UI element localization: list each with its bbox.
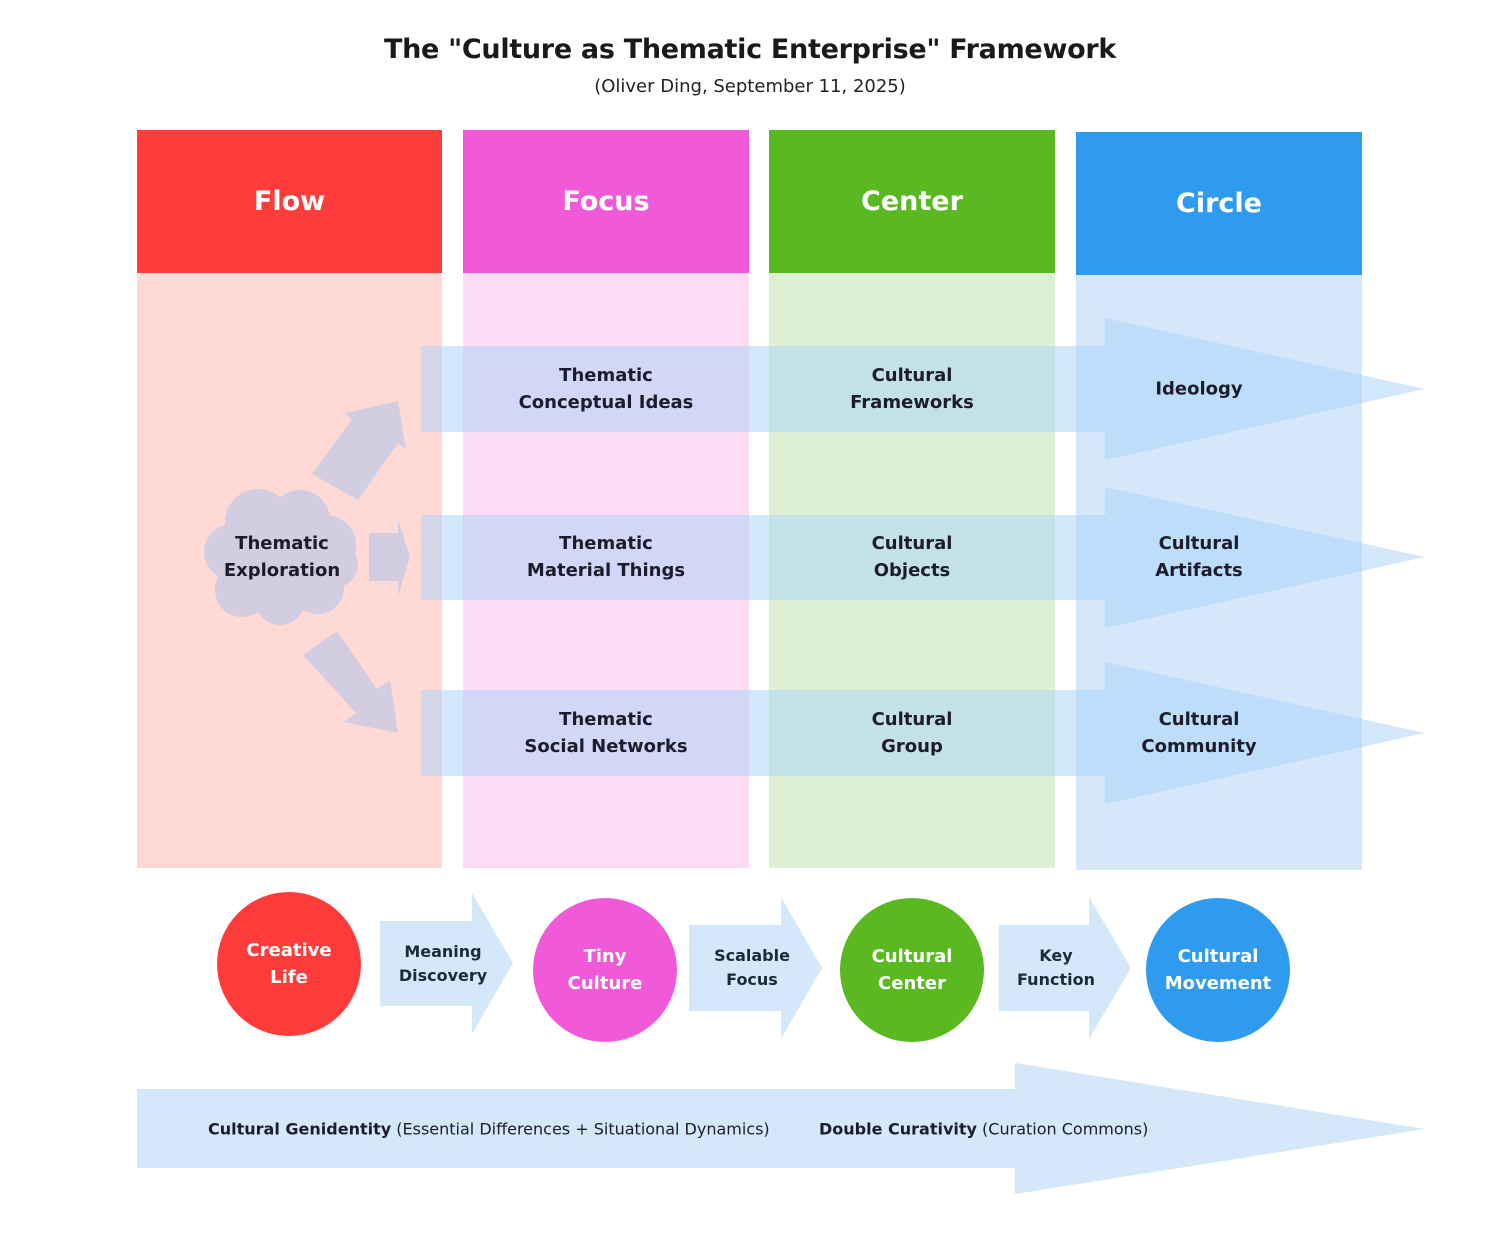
column-header-focus: Focus (463, 130, 749, 273)
cell-focus-networks: Thematic Social Networks (524, 709, 688, 757)
row-arrow-things (421, 487, 1425, 628)
column-header-center: Center (769, 130, 1055, 273)
flow-arrow-up-icon (312, 401, 406, 500)
stage-tiny-culture: Tiny Culture (533, 898, 677, 1042)
page-title: The "Culture as Thematic Enterprise" Fra… (383, 34, 1117, 65)
cloud-label: Thematic Exploration (223, 533, 341, 581)
column-header-flow-label: Flow (253, 186, 326, 217)
column-header-center-label: Center (861, 186, 963, 217)
cell-focus-things: Thematic Material Things (526, 533, 686, 581)
flow-arrow-down-icon (303, 631, 398, 733)
band-text-genidentity-bold: Cultural Genidentity (208, 1119, 392, 1139)
process-arrow-3 (999, 897, 1131, 1039)
stage-creative-life-label: Creative Life (246, 940, 332, 988)
cell-center-ideas: Cultural Frameworks (850, 365, 974, 413)
row-arrow-ideas (421, 318, 1425, 460)
bottom-band-arrow (137, 1063, 1425, 1194)
transition-meaning-discovery: Meaning Discovery (398, 942, 488, 985)
cloud-icon (204, 489, 358, 625)
cell-circle-ideas: Ideology (1155, 378, 1243, 400)
cell-circle-things: Cultural Artifacts (1155, 533, 1243, 581)
band-text-genidentity: Cultural Genidentity (Essential Differen… (208, 1120, 770, 1139)
column-header-circle: Circle (1076, 132, 1362, 275)
cell-focus-ideas: Thematic Conceptual Ideas (518, 365, 694, 413)
stage-cultural-movement-label: Cultural Movement (1164, 946, 1272, 994)
band-text-curativity-normal: (Curation Commons) (976, 1119, 1149, 1139)
page-subtitle: (Oliver Ding, September 11, 2025) (594, 76, 906, 97)
cell-center-networks: Cultural Group (871, 709, 953, 757)
process-arrow-2 (689, 897, 822, 1039)
process-arrow-1 (380, 893, 513, 1034)
flow-arrow-right-icon (369, 519, 410, 596)
stage-cultural-movement: Cultural Movement (1146, 898, 1290, 1042)
stage-tiny-culture-label: Tiny Culture (567, 946, 643, 994)
column-header-circle-label: Circle (1176, 188, 1262, 219)
cell-center-things: Cultural Objects (871, 533, 953, 581)
row-arrow-networks (421, 662, 1425, 804)
band-text-curativity-bold: Double Curativity (819, 1119, 977, 1139)
stage-creative-life: Creative Life (217, 892, 361, 1036)
band-text-curativity: Double Curativity (Curation Commons) (819, 1120, 1148, 1139)
band-text-genidentity-normal: (Essential Differences + Situational Dyn… (391, 1119, 770, 1139)
transition-scalable-focus: Scalable Focus (714, 946, 790, 989)
stage-cultural-center-label: Cultural Center (871, 946, 953, 994)
stage-cultural-center: Cultural Center (840, 898, 984, 1042)
column-header-focus-label: Focus (562, 186, 650, 217)
transition-key-function: Key Function (1017, 946, 1095, 989)
column-header-flow: Flow (137, 130, 442, 273)
cell-circle-networks: Cultural Community (1141, 709, 1257, 757)
